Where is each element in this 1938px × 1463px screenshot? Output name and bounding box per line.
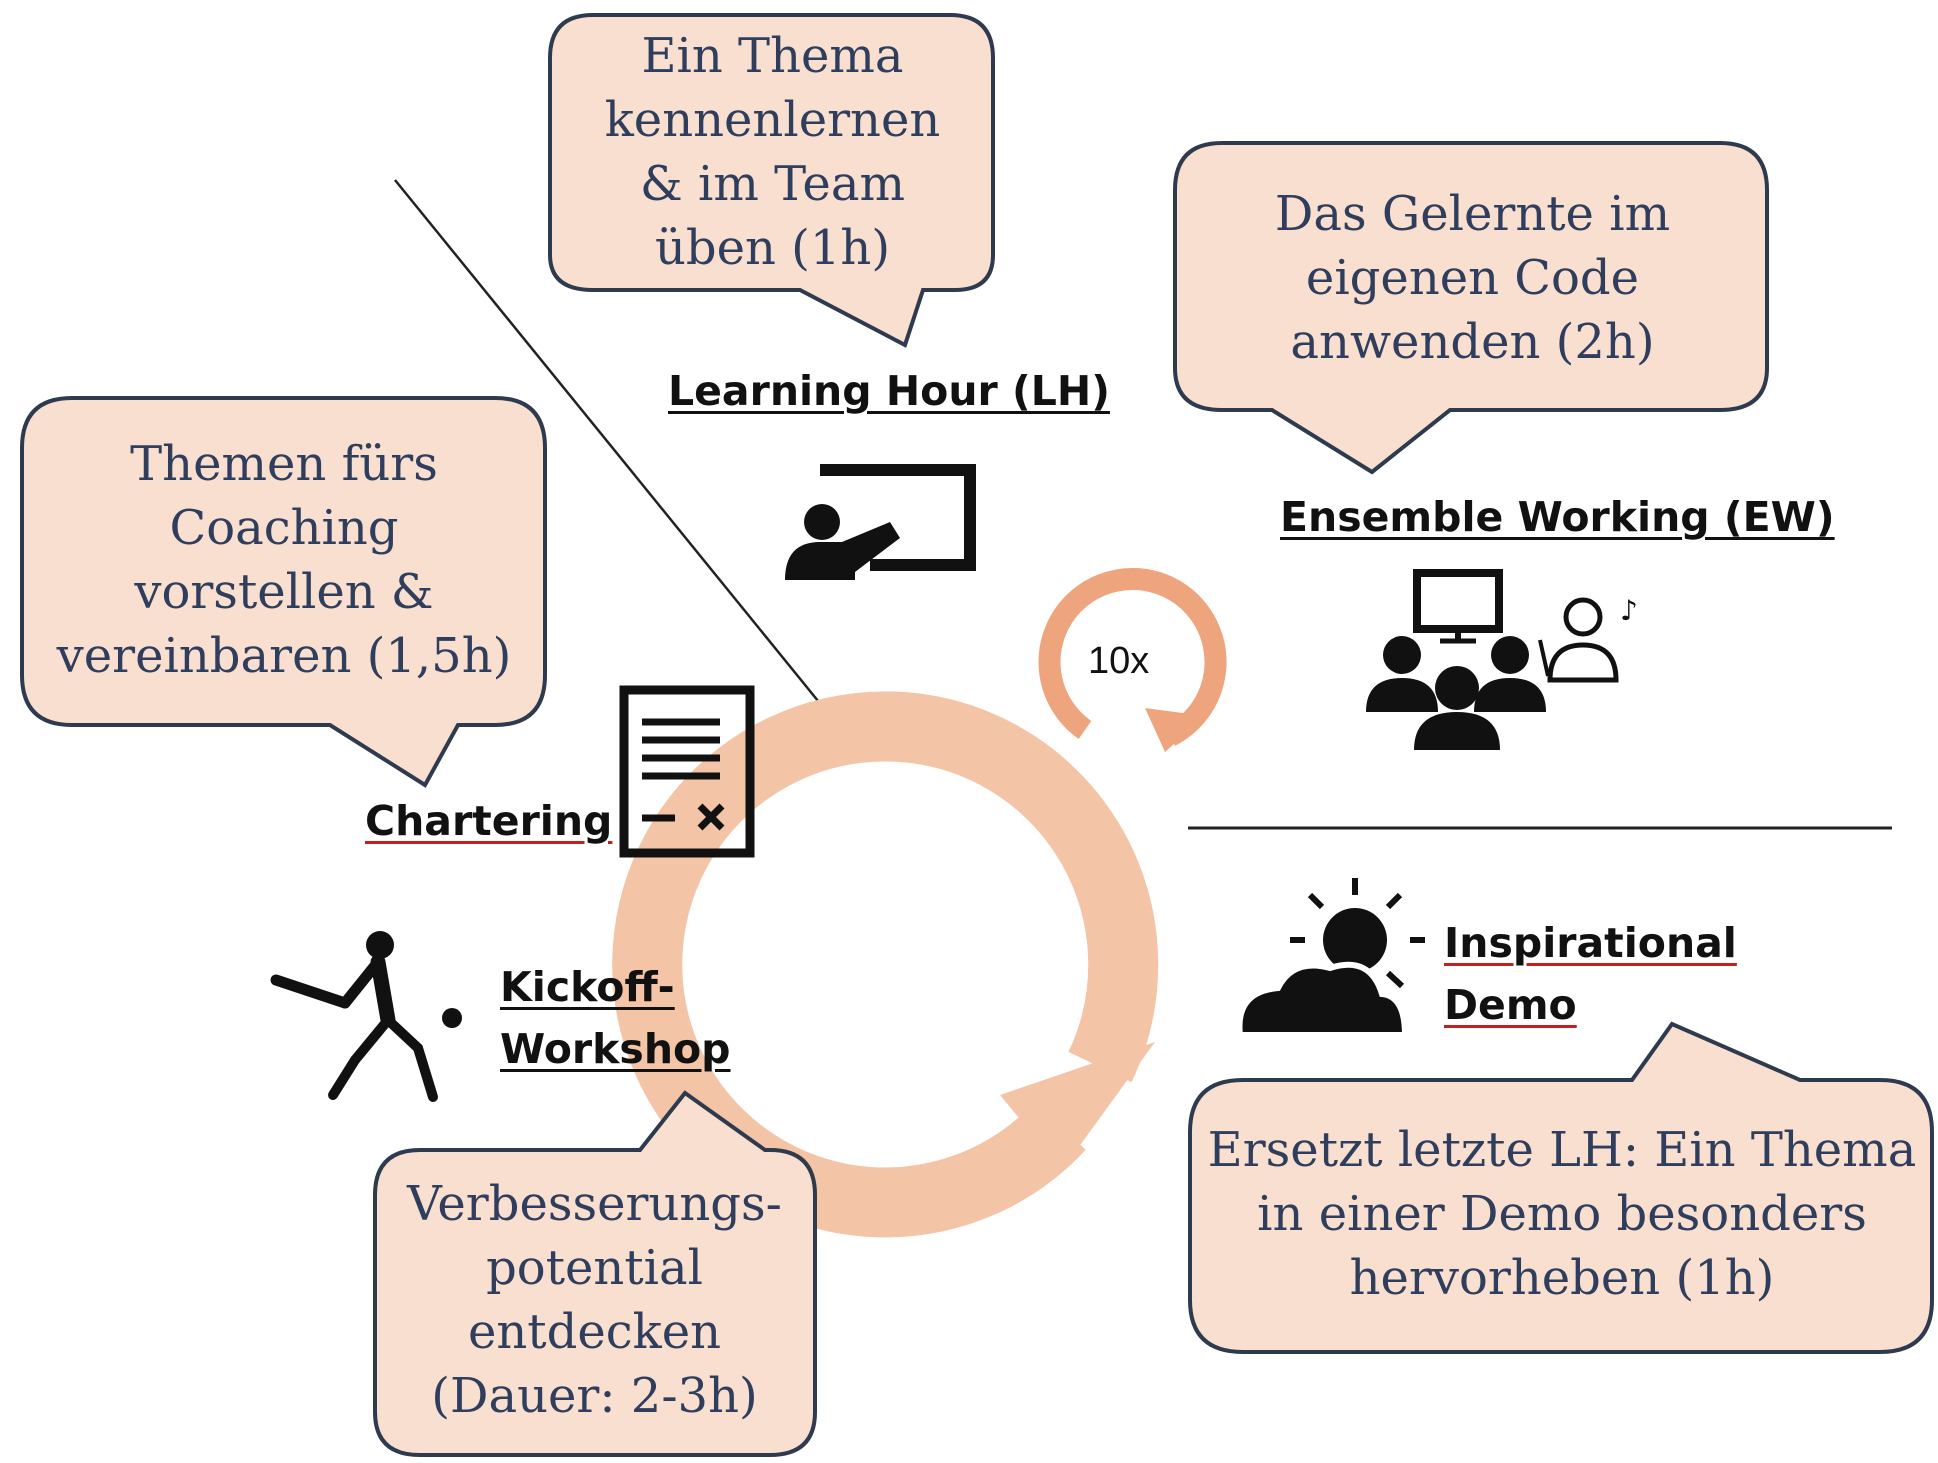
label-kickoff-line: Kickoff- <box>500 963 675 1011</box>
bubble-line: Themen fürs <box>130 436 438 492</box>
small-cycle-arrow <box>1038 567 1227 752</box>
bubble-line: Coaching <box>169 500 399 556</box>
bubble-line: kennenlernen <box>604 92 941 148</box>
label-demo-line: Demo <box>1444 981 1577 1029</box>
bubble-line: entdecken <box>467 1304 722 1360</box>
team-meeting-icon: ♪ <box>1366 569 1638 750</box>
svg-text:♪: ♪ <box>1620 594 1638 627</box>
bubble-line: üben (1h) <box>654 220 891 276</box>
bubble-line: eigenen Code <box>1305 250 1640 306</box>
label-learning-hour: Learning Hour (LH) <box>668 367 1110 415</box>
bubble-line: hervorheben (1h) <box>1349 1250 1775 1306</box>
sun-behind-cloud-icon <box>1236 878 1425 1038</box>
bubble-line: vorstellen & <box>134 564 434 620</box>
bubble-learning-hour <box>548 13 995 348</box>
bubble-text-demo: Ersetzt letzte LH: Ein Thema in einer De… <box>1198 1118 1926 1310</box>
bubble-text-learning-hour: Ein Thema kennenlernen & im Team üben (1… <box>560 24 985 280</box>
repeat-count-label: 10x <box>1088 640 1150 682</box>
label-demo-line: Inspirational <box>1444 919 1737 967</box>
bubble-line: in einer Demo besonders <box>1257 1186 1867 1242</box>
large-cycle-arrow <box>612 691 1159 1238</box>
label-chartering: Chartering <box>365 797 613 845</box>
bubble-line: Ein Thema <box>641 28 904 84</box>
contract-document-icon <box>619 685 755 858</box>
bubble-line: Ersetzt letzte LH: Ein Thema <box>1207 1122 1917 1178</box>
bubble-kickoff <box>373 1090 817 1457</box>
label-demo: Inspirational Demo <box>1444 912 1737 1036</box>
cricket-player-icon <box>270 931 462 1102</box>
bubble-chartering <box>20 396 547 788</box>
bubble-line: vereinbaren (1,5h) <box>56 628 512 684</box>
label-kickoff: Kickoff- Workshop <box>500 956 731 1080</box>
bubble-text-chartering: Themen fürs Coaching vorstellen & verein… <box>28 432 540 688</box>
bubble-text-ensemble-working: Das Gelernte im eigenen Code anwenden (2… <box>1185 182 1760 374</box>
bubble-demo <box>1188 1021 1934 1354</box>
bubble-line: potential <box>486 1240 703 1296</box>
divider-line-diagonal <box>394 179 841 729</box>
bubble-line: (Dauer: 2-3h) <box>431 1368 758 1424</box>
bubble-line: Das Gelernte im <box>1274 186 1671 242</box>
bubble-line: Verbesserungs- <box>407 1176 782 1232</box>
label-kickoff-line: Workshop <box>500 1025 731 1073</box>
bubble-line: anwenden (2h) <box>1290 314 1655 370</box>
bubble-ensemble-working <box>1173 141 1769 475</box>
bubble-text-kickoff: Verbesserungs- potential entdecken (Daue… <box>382 1172 807 1428</box>
label-ensemble-working: Ensemble Working (EW) <box>1280 493 1835 541</box>
bubble-line: & im Team <box>640 156 905 212</box>
teacher-presentation-icon <box>785 464 976 580</box>
